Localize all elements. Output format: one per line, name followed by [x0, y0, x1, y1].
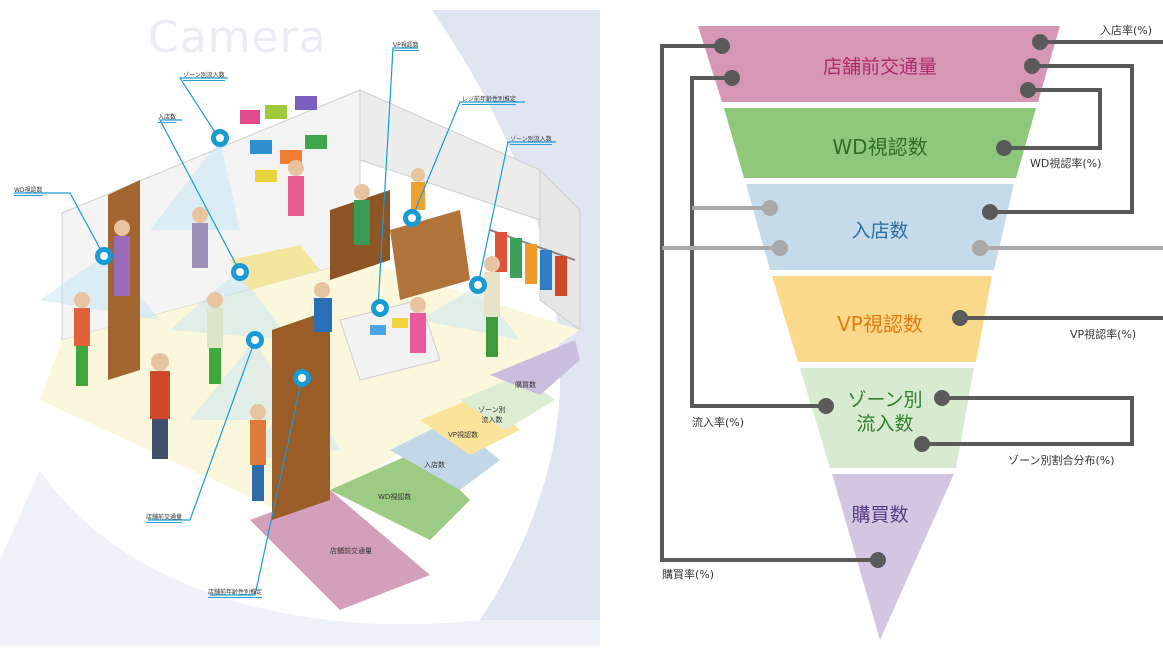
person	[207, 292, 223, 384]
person	[114, 220, 130, 296]
person	[484, 256, 500, 357]
goods	[392, 318, 408, 328]
floor-label-purchases: 購買数	[515, 381, 536, 389]
person	[192, 207, 208, 268]
funnel-stage-vp	[772, 276, 992, 362]
connector-dot	[818, 398, 834, 414]
stage-label-zone-inflow: ゾーン別 流入数	[847, 389, 923, 435]
metric-entry-rate: 入店率(%)	[1100, 24, 1153, 37]
stage-label-vp: VP視認数	[837, 312, 923, 336]
camera-title: Camera	[148, 12, 327, 63]
goods	[255, 170, 277, 182]
callout-lines	[14, 47, 556, 596]
floor-label-vp: VP視認数	[448, 431, 479, 439]
camera-icon	[469, 276, 487, 294]
callout-wd-count: WD視認数	[14, 187, 43, 196]
center-table	[230, 245, 320, 290]
callout-store-entry: 入店数	[158, 114, 177, 123]
callout-zone-inflow-top: ゾーン別流入数	[183, 72, 225, 81]
store-scene: Camera VP視認数 ゾーン別流入数 入店数 レジ前年齢性別推定 ゾーン別流…	[0, 10, 600, 646]
funnel-dots-light	[762, 200, 988, 256]
person	[288, 160, 304, 216]
band-entry	[390, 420, 500, 490]
connector-dot	[914, 436, 930, 452]
goods	[240, 110, 260, 124]
connector-dot	[972, 240, 988, 256]
floor-label-entry: 入店数	[424, 461, 445, 469]
metric-zone-share: ゾーン別割合分布(%)	[1008, 454, 1115, 467]
connector-dot	[1020, 82, 1036, 98]
stage-label-front-traffic: 店舗前交通量	[822, 56, 937, 78]
connector-dot	[714, 38, 730, 54]
goods	[265, 105, 287, 119]
funnel-stage-front-traffic	[698, 26, 1060, 102]
camera-icon	[371, 299, 389, 317]
person	[250, 404, 266, 501]
camera-icon	[95, 247, 113, 265]
person	[410, 297, 426, 353]
camera-icon	[211, 129, 229, 147]
metric-wd-rate: WD視認率(%)	[1030, 157, 1102, 170]
backdrop-bottom	[0, 470, 600, 646]
person	[354, 184, 370, 245]
funnel-connectors	[660, 40, 1163, 562]
garment	[555, 256, 567, 296]
connector-dot	[952, 310, 968, 326]
stage-label-entry: 入店数	[851, 220, 909, 242]
store-illustration	[0, 10, 600, 646]
camera-icon	[293, 369, 311, 387]
camera-icon	[231, 263, 249, 281]
connector-dot	[1024, 58, 1040, 74]
funnel-stage-purchases	[832, 474, 954, 640]
metric-purchase-rate: 購買率(%)	[662, 568, 715, 581]
goods	[370, 325, 386, 335]
goods	[250, 140, 272, 154]
band-front-traffic	[250, 490, 430, 610]
funnel-connectors-light	[662, 206, 1163, 250]
callout-zone-inflow-right: ゾーン別流入数	[510, 136, 552, 145]
front-shelf	[272, 310, 330, 520]
garment	[540, 250, 552, 290]
connector-dot	[724, 70, 740, 86]
callout-front-traffic: 店舗前交通量	[146, 514, 183, 523]
floor-label-front-traffic: 店舗前交通量	[330, 547, 372, 555]
connector-dot	[762, 200, 778, 216]
person	[74, 292, 90, 386]
callout-register-age-gender: レジ前年齢性別推定	[462, 96, 517, 105]
camera-icon	[246, 331, 264, 349]
connector-dot	[982, 204, 998, 220]
metric-vp-rate: VP視認率(%)	[1070, 328, 1137, 341]
connector-dot	[772, 240, 788, 256]
funnel-stage-wd	[724, 108, 1036, 178]
connector-dot	[1032, 34, 1048, 50]
person	[411, 168, 425, 210]
connector-dot	[870, 552, 886, 568]
stage-label-purchases: 購買数	[851, 504, 909, 526]
garment	[510, 238, 522, 278]
garment	[525, 244, 537, 284]
goods	[295, 96, 317, 110]
band-purchase	[490, 340, 580, 395]
camera-icon	[403, 209, 421, 227]
metric-inflow-rate: 流入率(%)	[692, 416, 745, 429]
callout-vp-count: VP視認数	[393, 42, 419, 51]
conversion-funnel: 店舗前交通量 WD視認数 入店数 VP視認数 ゾーン別 流入数 購買数 入店率(…	[600, 0, 1163, 646]
counter-side	[390, 210, 470, 300]
connector-dot	[996, 140, 1012, 156]
funnel-diagram	[660, 26, 1163, 640]
funnel-dots	[714, 34, 1048, 568]
connector-dot	[934, 390, 950, 406]
floor-label-zone-inflow: ゾーン別 流入数	[478, 406, 506, 424]
camera-fov	[150, 140, 240, 230]
goods	[305, 135, 327, 149]
funnel-stage-entry	[746, 184, 1014, 270]
person	[314, 282, 332, 332]
callout-front-age-gender: 店舗前年齢性別推定	[208, 589, 263, 598]
camera-fov	[170, 270, 290, 340]
person	[150, 353, 170, 459]
stage-label-wd: WD視認数	[832, 135, 928, 159]
floor-label-wd: WD視認数	[378, 493, 412, 501]
backdrop	[432, 10, 600, 620]
